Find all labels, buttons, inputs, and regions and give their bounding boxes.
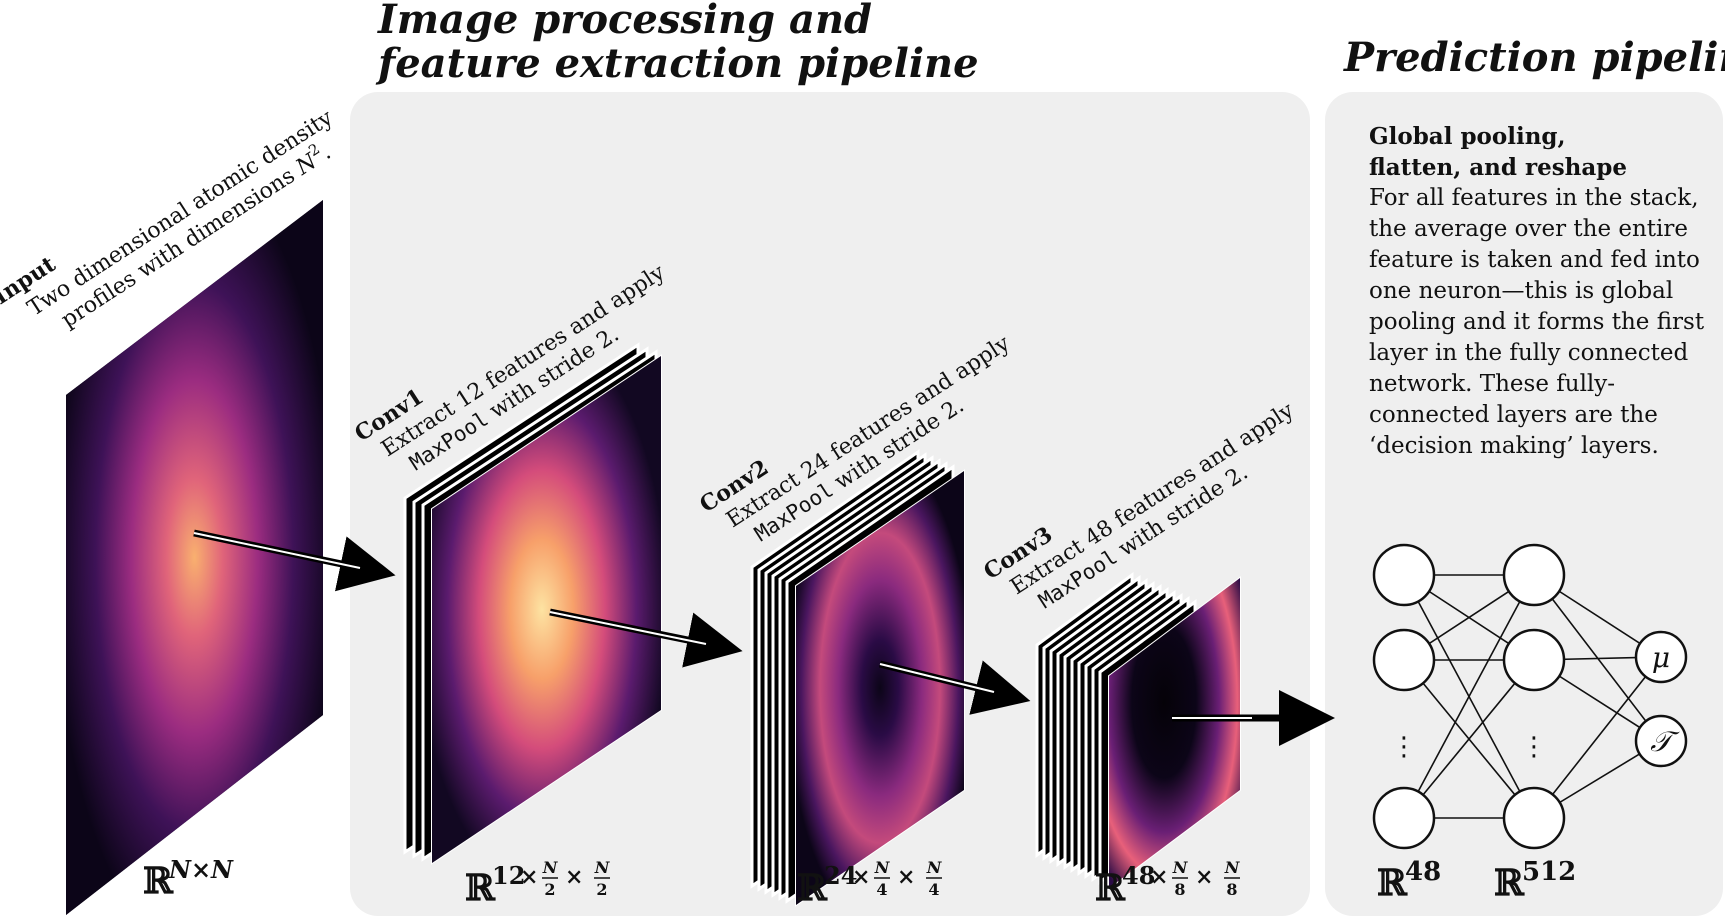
fc-edge bbox=[1533, 656, 1662, 819]
conv1-times-1: × bbox=[520, 864, 538, 890]
conv2-feature-heat bbox=[796, 471, 964, 905]
fc-layer2-dimension-base: ℝ bbox=[1494, 862, 1525, 904]
conv2-dimension-base: ℝ bbox=[797, 867, 828, 909]
conv2-channels: 24 bbox=[824, 861, 857, 890]
fc-neuron-layer2 bbox=[1502, 786, 1566, 850]
conv1-fraction-numerator: N bbox=[542, 858, 559, 877]
prediction-pipeline-title: Prediction pipeline bbox=[1344, 34, 1725, 81]
conv1-feature-stack bbox=[403, 342, 662, 865]
fc-edge bbox=[1403, 659, 1535, 819]
input-dimension-exponent: N×N bbox=[168, 855, 234, 884]
fc-output-neuron bbox=[1634, 714, 1688, 768]
fc-neuron-layer1 bbox=[1372, 628, 1436, 692]
conv1-dimension-base: ℝ bbox=[465, 867, 496, 909]
conv3-channels: 48 bbox=[1122, 861, 1155, 890]
prediction-heading-line1: Global pooling, bbox=[1369, 123, 1566, 150]
input-map-heat bbox=[66, 200, 323, 915]
fc-neuron-layer2 bbox=[1502, 543, 1566, 607]
conv3-fraction-denominator: 8 bbox=[1226, 880, 1237, 899]
conv3-feature-heat bbox=[1109, 578, 1240, 888]
conv1-times-2: × bbox=[565, 864, 583, 890]
fc-edge bbox=[1403, 574, 1535, 819]
arrow-input-to-conv1-core bbox=[193, 532, 361, 569]
conv2-times-1: × bbox=[852, 864, 870, 890]
fc-neuron-layer2 bbox=[1502, 628, 1566, 692]
conv3-fraction-numerator: N bbox=[1224, 858, 1241, 877]
conv2-fraction-denominator: 4 bbox=[876, 880, 887, 899]
fc-neuron-layer1 bbox=[1372, 543, 1436, 607]
fc-layer1-dimension-base: ℝ bbox=[1377, 862, 1408, 904]
conv2-fraction-numerator: N bbox=[926, 858, 943, 877]
conv1-fraction-denominator: 2 bbox=[596, 880, 607, 899]
feature-pipeline-title-line1: Image processing and bbox=[378, 0, 873, 43]
feature-pipeline-title-line2: feature extraction pipeline bbox=[378, 40, 979, 87]
conv1-fraction-numerator: N bbox=[594, 858, 611, 877]
conv3-times-1: × bbox=[1150, 864, 1168, 890]
conv2-times-2: × bbox=[897, 864, 915, 890]
conv2-fraction-numerator: N bbox=[874, 858, 891, 877]
conv1-channels: 12 bbox=[492, 861, 525, 890]
prediction-description: Global pooling, flatten, and reshape For… bbox=[1369, 121, 1709, 462]
conv1-fraction-denominator: 2 bbox=[544, 880, 555, 899]
prediction-panel bbox=[1325, 92, 1723, 916]
fc-output-neuron bbox=[1634, 630, 1688, 684]
conv3-times-2: × bbox=[1195, 864, 1213, 890]
prediction-body-text: For all features in the stack, the avera… bbox=[1369, 185, 1705, 459]
fc-output-label: μ bbox=[1652, 641, 1670, 674]
fc-neuron-layer1 bbox=[1372, 786, 1436, 850]
conv3-fraction-numerator: N bbox=[1172, 858, 1189, 877]
input-density-map bbox=[66, 200, 323, 915]
conv2-feature-stack bbox=[750, 449, 965, 907]
arrow-conv2-to-conv3-core bbox=[879, 663, 995, 693]
fc-layer1-dimension-exponent: 48 bbox=[1405, 857, 1441, 887]
conv2-fraction-denominator: 4 bbox=[928, 880, 939, 899]
feature-pipeline-title: Image processing and feature extraction … bbox=[378, 0, 979, 86]
arrow-conv1-to-conv2-core bbox=[549, 611, 707, 645]
fc-ellipsis: ⋮ bbox=[1521, 732, 1547, 762]
conv3-feature-stack bbox=[1035, 572, 1241, 890]
prediction-heading-line2: flatten, and reshape bbox=[1369, 154, 1627, 181]
conv1-feature-heat bbox=[432, 356, 661, 863]
fc-ellipsis: ⋮ bbox=[1391, 732, 1417, 762]
conv3-fraction-denominator: 8 bbox=[1174, 880, 1185, 899]
fc-edges bbox=[1403, 574, 1662, 819]
fully-connected-network: μ𝒯⋮⋮ bbox=[1372, 543, 1688, 850]
fc-layer2-dimension-exponent: 512 bbox=[1522, 857, 1576, 887]
conv3-description-line1: Extract 48 features and apply bbox=[1006, 398, 1299, 600]
input-dimension-base: ℝ bbox=[143, 860, 174, 902]
conv3-dimension-base: ℝ bbox=[1095, 867, 1126, 909]
